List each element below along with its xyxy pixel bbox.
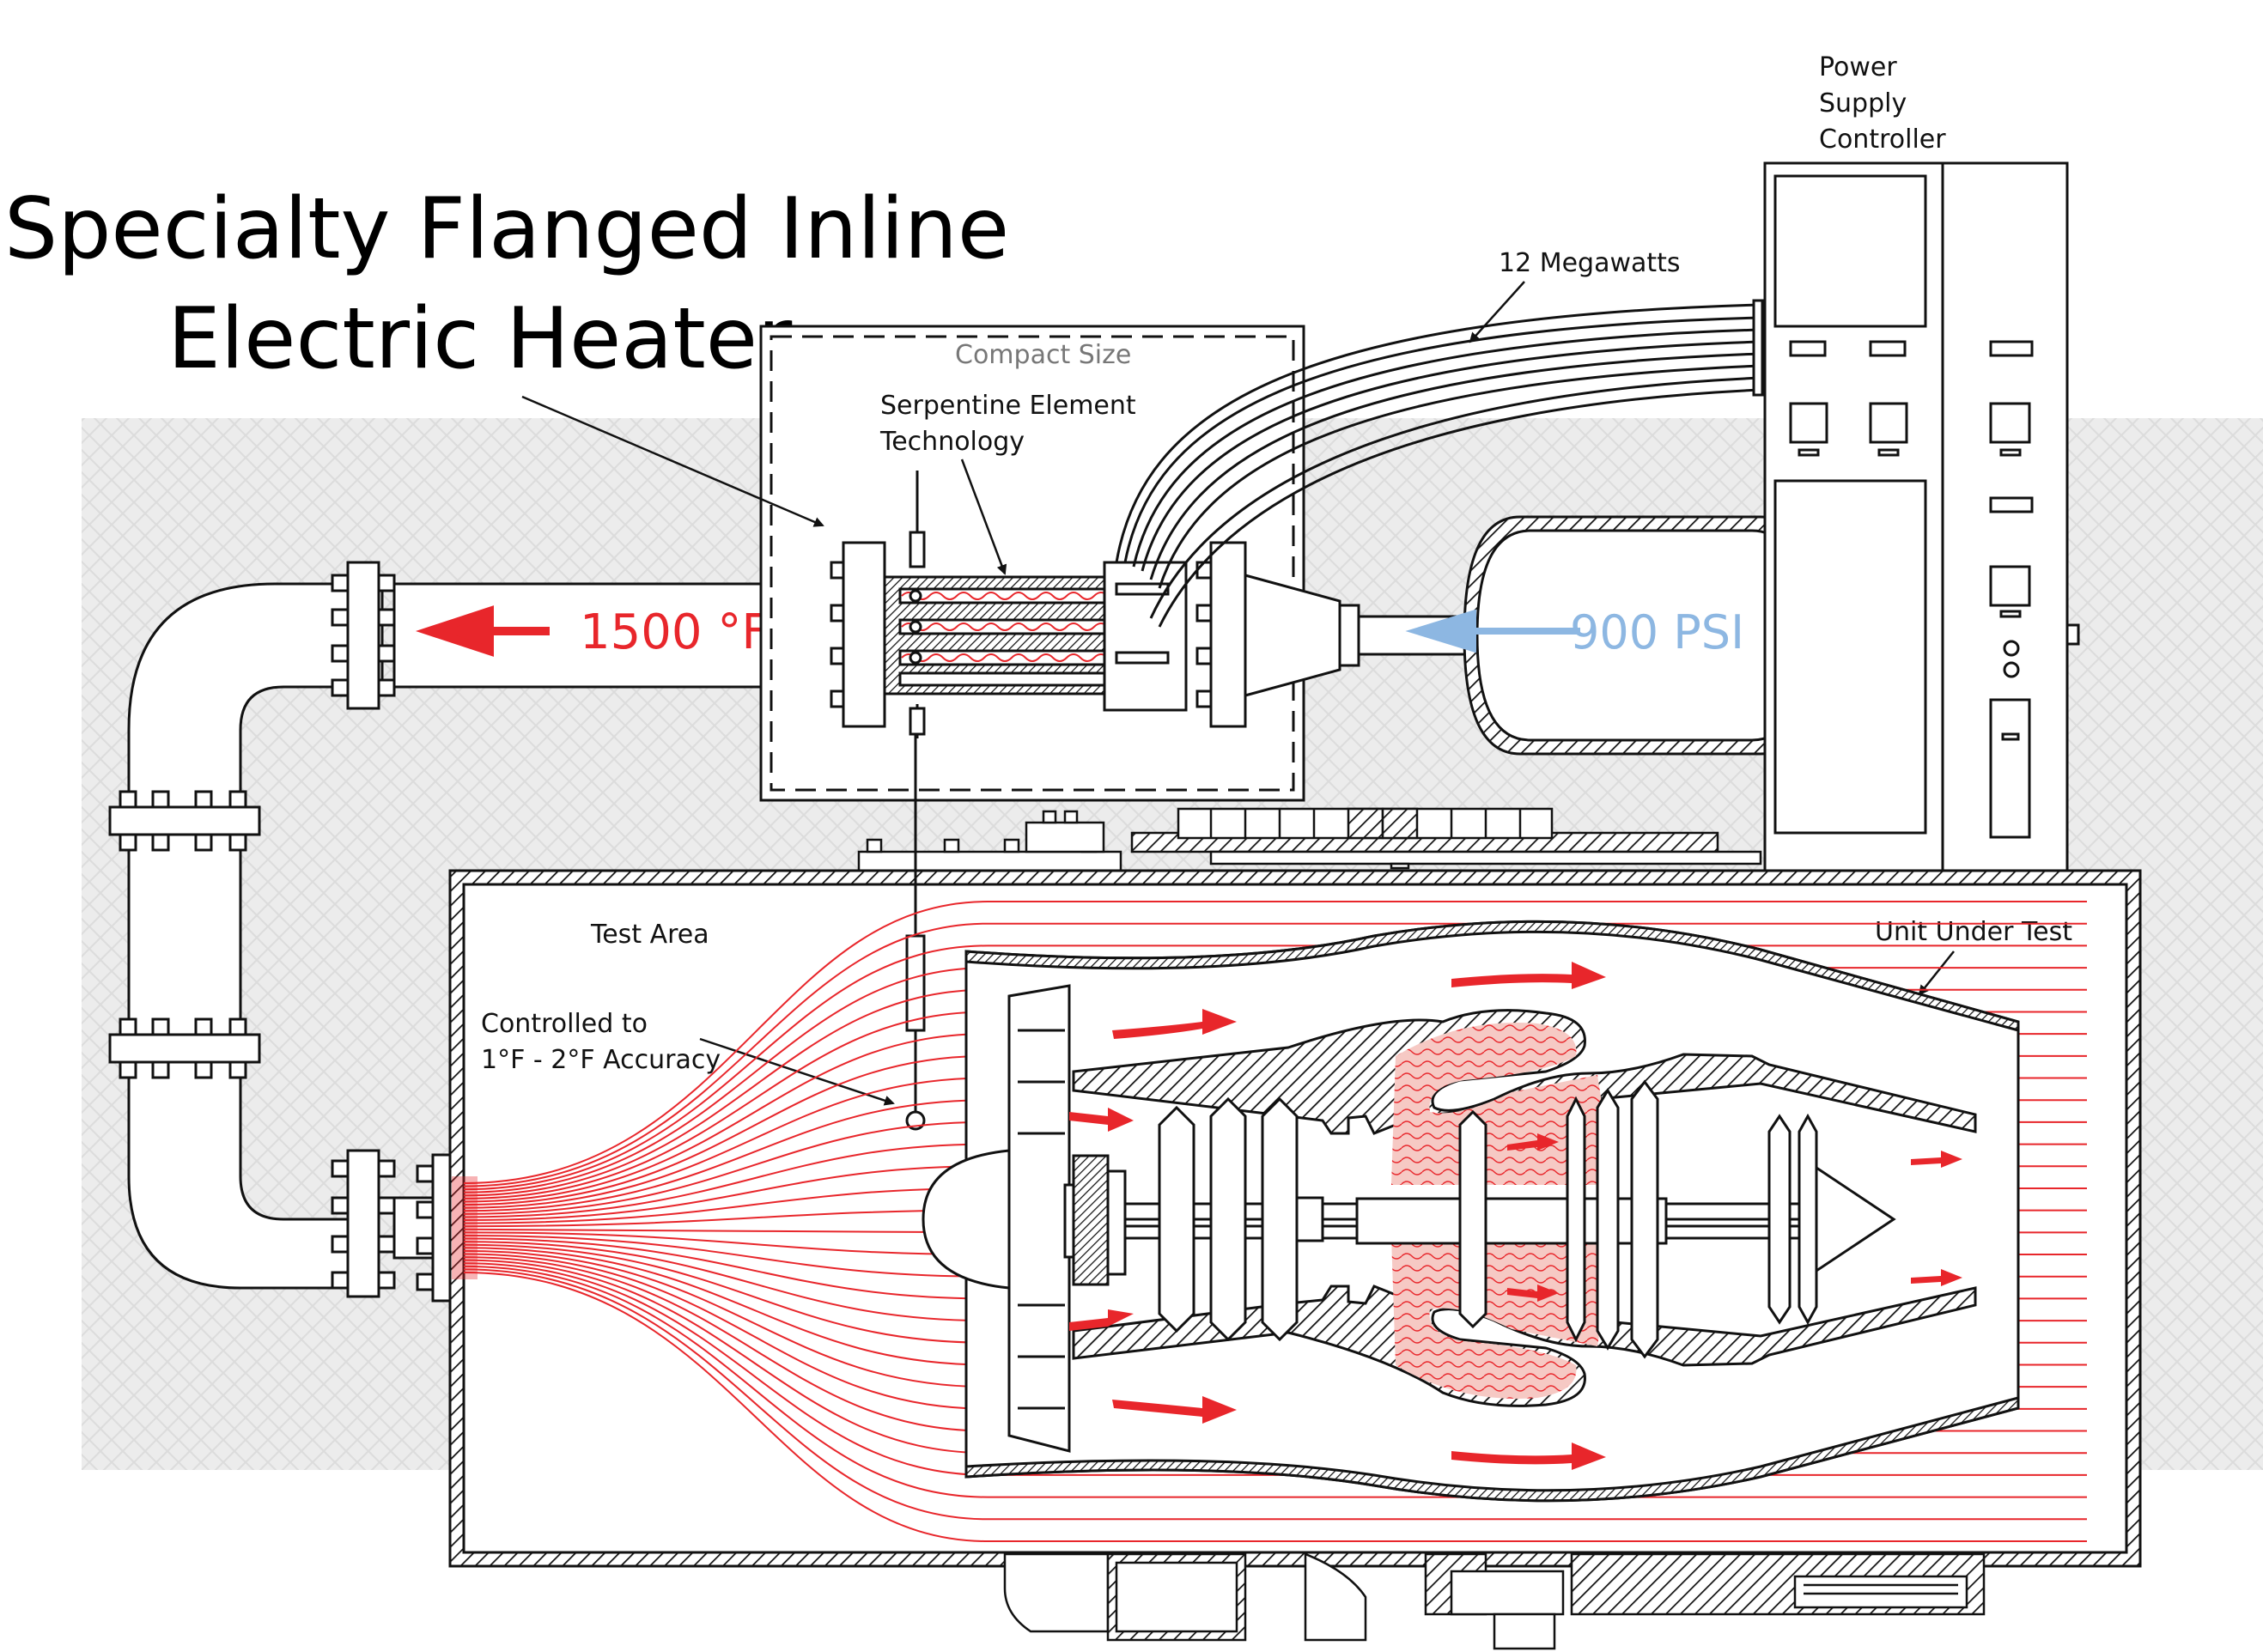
airflow-line: [463, 901, 2087, 1184]
test-area-label: Test Area: [590, 920, 709, 950]
airflow-line: [463, 1241, 2087, 1322]
pressure-label: 900 PSI: [1570, 605, 1744, 659]
temperature-label: 1500 °F: [580, 604, 770, 660]
compact-size-label: Compact Size: [955, 340, 1131, 370]
airflow-line: [463, 1243, 2087, 1344]
bottom-equipment: [1003, 1552, 1986, 1650]
power-supply-label-line-1: Power: [1819, 52, 1897, 82]
airflow-line: [463, 1262, 2087, 1476]
hot-air-arrow: [415, 605, 550, 657]
power-supply-label-line-2: Supply: [1819, 88, 1907, 118]
serpentine-label-line-1: Serpentine Element: [880, 391, 1136, 421]
airflow-line: [463, 1143, 2087, 1218]
controlled-label-line-1: Controlled to: [481, 1009, 648, 1039]
inline-heater: [830, 471, 1360, 738]
power-supply-controller: [1763, 161, 2069, 878]
airflow-line: [463, 967, 2087, 1193]
airflow-line: [463, 988, 2087, 1197]
airflow-line: [463, 1231, 2087, 1256]
title-line-2: Electric Heater: [167, 290, 793, 388]
heated-airflow-lines: [463, 901, 2087, 1542]
airflow-line: [463, 1234, 2087, 1278]
airflow-line: [463, 1265, 2087, 1498]
airflow-line: [463, 1165, 2087, 1222]
airflow-line: [463, 1187, 2087, 1224]
engine-flow-arrows: [1069, 962, 1962, 1470]
airflow-line: [463, 1272, 2087, 1542]
airflow-line: [463, 1253, 2087, 1410]
airflow-line: [463, 1259, 2087, 1455]
airflow-line: [463, 1077, 2087, 1209]
thermocouple-probe: [905, 734, 926, 1131]
pressure-arrow: [1405, 609, 1580, 653]
airflow-line: [463, 1011, 2087, 1200]
support-structures: [857, 807, 1762, 872]
airflow-line: [463, 1054, 2087, 1206]
pressure-vessel: [1357, 515, 2080, 756]
title-line-1: Specialty Flanged Inline: [4, 180, 1009, 278]
serpentine-label-line-2: Technology: [879, 427, 1025, 457]
airflow-line: [463, 1249, 2087, 1388]
power-supply-label-line-3: Controller: [1819, 125, 1946, 155]
airflow-line: [463, 922, 2087, 1187]
controlled-label-line-2: 1°F - 2°F Accuracy: [481, 1045, 721, 1075]
megawatts-label: 12 Megawatts: [1499, 248, 1681, 278]
jet-engine: [922, 920, 2020, 1503]
airflow-line: [463, 1247, 2087, 1366]
airflow-line: [463, 1033, 2087, 1203]
inlet-diffuser: [452, 1176, 478, 1279]
unit-under-test-label: Unit Under Test: [1875, 917, 2072, 947]
airflow-line: [463, 944, 2087, 1191]
airflow-line: [463, 1256, 2087, 1432]
airflow-line: [463, 1237, 2087, 1300]
airflow-line: [463, 1121, 2087, 1215]
airflow-line: [463, 1099, 2087, 1212]
power-cables: [1115, 299, 1764, 628]
airflow-line: [463, 1268, 2087, 1521]
